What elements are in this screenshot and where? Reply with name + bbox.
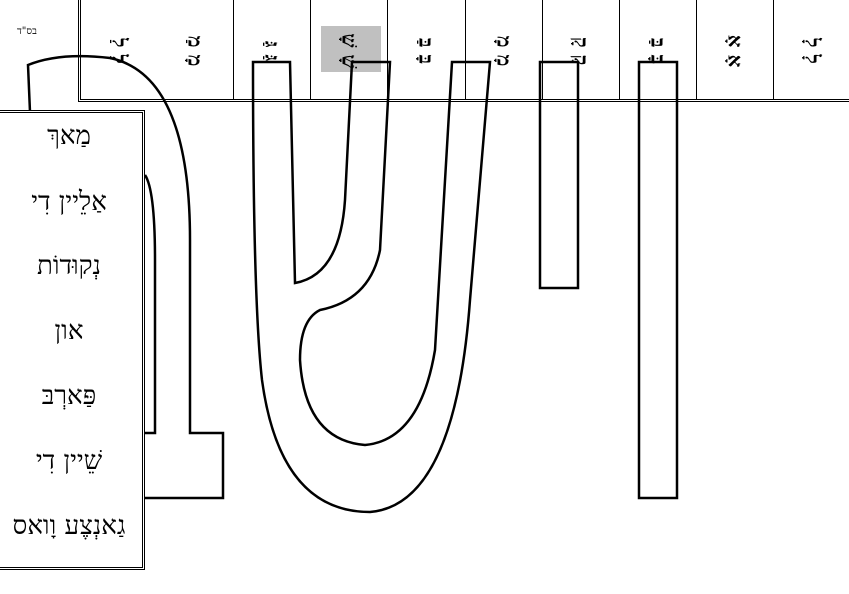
header-cell: מָ מַ <box>157 0 235 99</box>
word: נְקוּדוֹת <box>36 251 102 281</box>
word: מַאךְ <box>47 121 91 151</box>
vowel-header-table: לָ לָ אָ אָ בָּ בַּ קָ קָ מָ מָ בָּ בַּ … <box>78 0 849 102</box>
word: גַאנְצֶע וָואס <box>12 511 126 541</box>
header-mark: בס"ד <box>17 26 37 37</box>
letter-nun-sofit-outline <box>637 60 679 500</box>
letter-vav-outline <box>538 60 580 290</box>
word-list-box: מַאךְ אַלֵיין דִי נְקוּדוֹת און פַּארְבּ… <box>0 110 145 570</box>
header-cell: שָׁ שָׁ <box>311 0 389 99</box>
header-cell: מָ מָ <box>466 0 543 99</box>
header-cell: קָ קָ <box>543 0 620 99</box>
word: אַלֵיין דִי <box>31 187 107 217</box>
word: און <box>54 316 84 346</box>
header-cell: בָּ בַּ <box>388 0 466 99</box>
word: שֵׁיין דִי <box>35 446 103 476</box>
header-cell: גַּ גַּ <box>234 0 312 99</box>
header-cell: בָּ בַּ <box>620 0 697 99</box>
word: פַּארְבּ <box>41 381 97 411</box>
header-cell: אָ אָ <box>697 0 774 99</box>
letter-shin-outline <box>251 60 492 514</box>
letter-gimel-outline <box>26 54 225 500</box>
